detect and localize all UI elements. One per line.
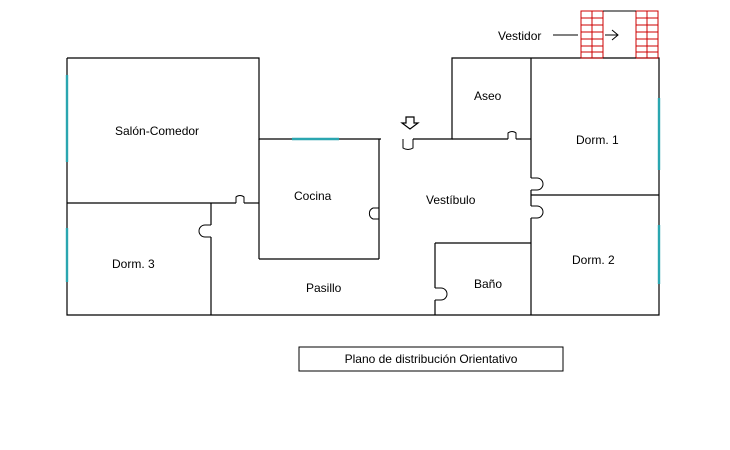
door-salon bbox=[235, 195, 245, 203]
windows bbox=[65, 75, 661, 284]
label-vestidor: Vestidor bbox=[498, 29, 541, 43]
outer-walls bbox=[66, 57, 660, 316]
direction-arrow-icon bbox=[611, 29, 619, 41]
label-pasillo: Pasillo bbox=[306, 281, 342, 295]
door-cocina bbox=[368, 207, 379, 220]
label-aseo: Aseo bbox=[474, 89, 502, 103]
door-dorm1 bbox=[531, 177, 544, 191]
label-dorm3: Dorm. 3 bbox=[112, 257, 155, 271]
door-aseo bbox=[507, 131, 517, 139]
label-dorm2: Dorm. 2 bbox=[572, 253, 615, 267]
stair-structure bbox=[553, 10, 659, 59]
door-dorm2 bbox=[531, 205, 544, 219]
label-cocina: Cocina bbox=[294, 189, 332, 203]
entrance-arrow-icon bbox=[400, 116, 420, 130]
label-salon-comedor: Salón-Comedor bbox=[115, 124, 199, 138]
caption-box: Plano de distribución Orientativo bbox=[298, 346, 564, 372]
label-bano: Baño bbox=[474, 277, 502, 291]
label-dorm1: Dorm. 1 bbox=[576, 133, 619, 147]
door-dorm3 bbox=[198, 224, 211, 238]
caption-text: Plano de distribución Orientativo bbox=[345, 352, 518, 366]
label-vestibulo: Vestíbulo bbox=[426, 193, 476, 207]
doors bbox=[198, 131, 544, 301]
interior-walls bbox=[67, 58, 659, 315]
door-entrance bbox=[402, 139, 414, 150]
door-bano bbox=[435, 287, 448, 301]
